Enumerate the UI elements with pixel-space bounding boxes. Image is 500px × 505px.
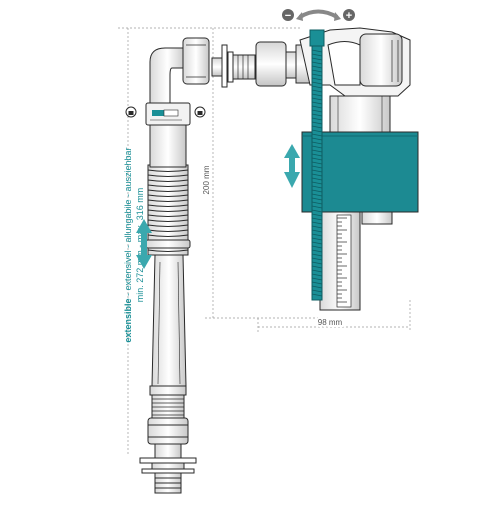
lower-threaded-tube — [149, 385, 187, 419]
minus-icon — [282, 9, 294, 21]
upper-tube — [145, 102, 191, 168]
main-tube — [151, 254, 187, 387]
plus-label: + — [346, 10, 352, 22]
rotate-control: − + — [282, 9, 355, 22]
extension-arrow-icon — [136, 219, 152, 269]
lock-icon — [125, 106, 137, 118]
valve-body — [299, 27, 411, 133]
extensible-label: extensible - extensivel - allungabile - … — [123, 147, 133, 342]
extensible-rest-text: - extensivel - allungabile - ausziehbar — [123, 147, 133, 298]
unlock-icon — [194, 106, 206, 118]
extensible-bold-text: extensible — [123, 299, 133, 343]
inlet-fittings — [211, 41, 311, 88]
adjustment-rod — [309, 29, 325, 301]
guide-rail — [319, 209, 393, 311]
bottom-connector — [139, 417, 197, 494]
length-range-label: min. 272 mm - max. 316 mm — [135, 188, 145, 303]
inlet-elbow — [149, 37, 210, 104]
minus-label: − — [285, 10, 291, 22]
plus-icon — [343, 9, 355, 21]
width-label: 98 mm — [318, 318, 343, 327]
rotate-arrow-icon — [298, 9, 339, 19]
corrugated-section — [145, 164, 191, 256]
height-label: 200 mm — [202, 165, 211, 194]
float-adjust-arrow-icon — [284, 144, 300, 188]
